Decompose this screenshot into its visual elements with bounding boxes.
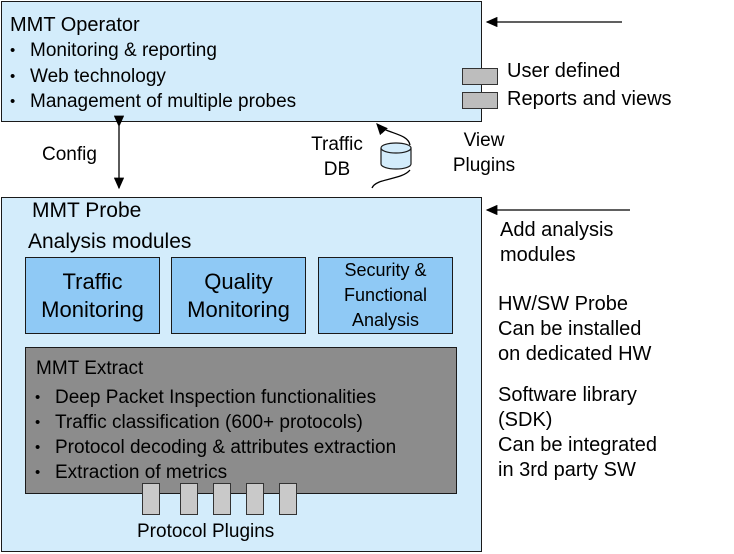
module-quality-monitoring: Quality Monitoring: [171, 257, 306, 334]
extract-bullet-decoding: Protocol decoding & attributes extractio…: [35, 435, 396, 461]
module-security-functional-analysis: Security & Functional Analysis: [318, 257, 453, 334]
operator-box: MMT Operator Monitoring & reporting Web …: [1, 1, 482, 122]
operator-bullet-web: Web technology: [10, 64, 166, 90]
view-plugins-label: View Plugins: [452, 130, 516, 176]
legend-reports-swatch: [462, 92, 498, 109]
extract-title: MMT Extract: [36, 358, 144, 379]
extract-box: MMT Extract Deep Packet Inspection funct…: [25, 347, 457, 494]
note-hw-sw-probe: HW/SW Probe Can be installed on dedicate…: [498, 293, 652, 365]
analysis-modules-label: Analysis modules: [28, 230, 192, 253]
legend-reports-label: Reports and views: [507, 88, 672, 110]
legend-user-defined-swatch: [462, 68, 498, 85]
legend-user-defined-label: User defined: [507, 60, 621, 82]
operator-title: MMT Operator: [10, 14, 140, 36]
note-add-analysis: Add analysis modules: [500, 219, 614, 266]
operator-bullet-management: Management of multiple probes: [10, 89, 296, 115]
protocol-plugin-slot: [142, 483, 160, 515]
traffic-db-label: Traffic DB: [311, 134, 363, 180]
database-icon: [380, 142, 412, 170]
protocol-plugin-slot: [246, 483, 264, 515]
extract-bullet-classification: Traffic classification (600+ protocols): [35, 410, 363, 436]
db-flow-arrow: [372, 124, 411, 189]
protocol-plugin-slot: [279, 483, 297, 515]
probe-title: MMT Probe: [32, 199, 142, 222]
protocol-plugin-slot: [180, 483, 198, 515]
extract-bullet-dpi: Deep Packet Inspection functionalities: [35, 385, 376, 411]
protocol-plugins-label: Protocol Plugins: [137, 521, 275, 542]
operator-bullet-monitoring: Monitoring & reporting: [10, 38, 217, 64]
module-traffic-monitoring: Traffic Monitoring: [25, 257, 160, 334]
extract-bullet-metrics: Extraction of metrics: [35, 460, 227, 486]
config-label: Config: [42, 144, 97, 165]
protocol-plugin-slot: [213, 483, 231, 515]
note-software-library: Software library (SDK) Can be integrated…: [498, 384, 658, 481]
